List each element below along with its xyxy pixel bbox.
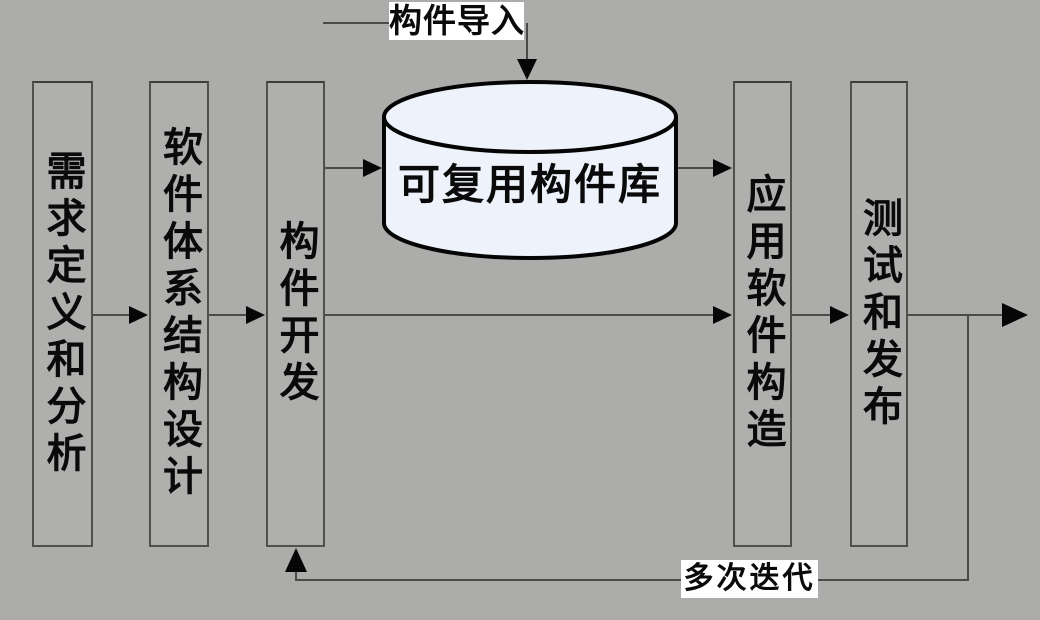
stage-architecture: 软件体系结构设计: [149, 81, 209, 547]
stage-architecture-label: 软件体系结构设计: [156, 126, 202, 502]
stage-requirements: 需求定义和分析: [32, 81, 93, 547]
stage-component-development-label: 构件开发: [272, 220, 319, 408]
stage-test-release: 测试和发布: [850, 81, 908, 547]
arrowhead-req-to-arch: [129, 306, 148, 324]
stage-test-release-label: 测试和发布: [856, 196, 902, 432]
repository-label: 可复用构件库: [397, 160, 662, 209]
iteration-annotation: 多次迭代: [681, 560, 818, 598]
arrowhead-repo-to-app: [713, 159, 732, 177]
arrowhead-dev-to-app: [713, 306, 732, 324]
cylinder-top: [382, 80, 678, 154]
stage-application-construction: 应用软件构造: [733, 81, 792, 547]
import-annotation: 构件导入: [389, 1, 525, 40]
arrowhead-dev-to-repo: [363, 159, 382, 177]
arrowhead-import-to-repo: [517, 59, 537, 80]
stage-component-development: 构件开发: [266, 81, 325, 547]
arrowhead-feedback-to-dev: [285, 548, 307, 572]
cylinder-sides: [382, 117, 678, 223]
repository-cylinder: [382, 80, 678, 260]
stage-application-construction-label: 应用软件构造: [739, 173, 786, 455]
arrowhead-app-to-test: [830, 306, 849, 324]
arrowhead-output: [1002, 303, 1028, 327]
arrowhead-arch-to-dev: [246, 306, 265, 324]
connector-feedback-loop: [295, 315, 969, 581]
stage-requirements-label: 需求定义和分析: [39, 149, 86, 479]
